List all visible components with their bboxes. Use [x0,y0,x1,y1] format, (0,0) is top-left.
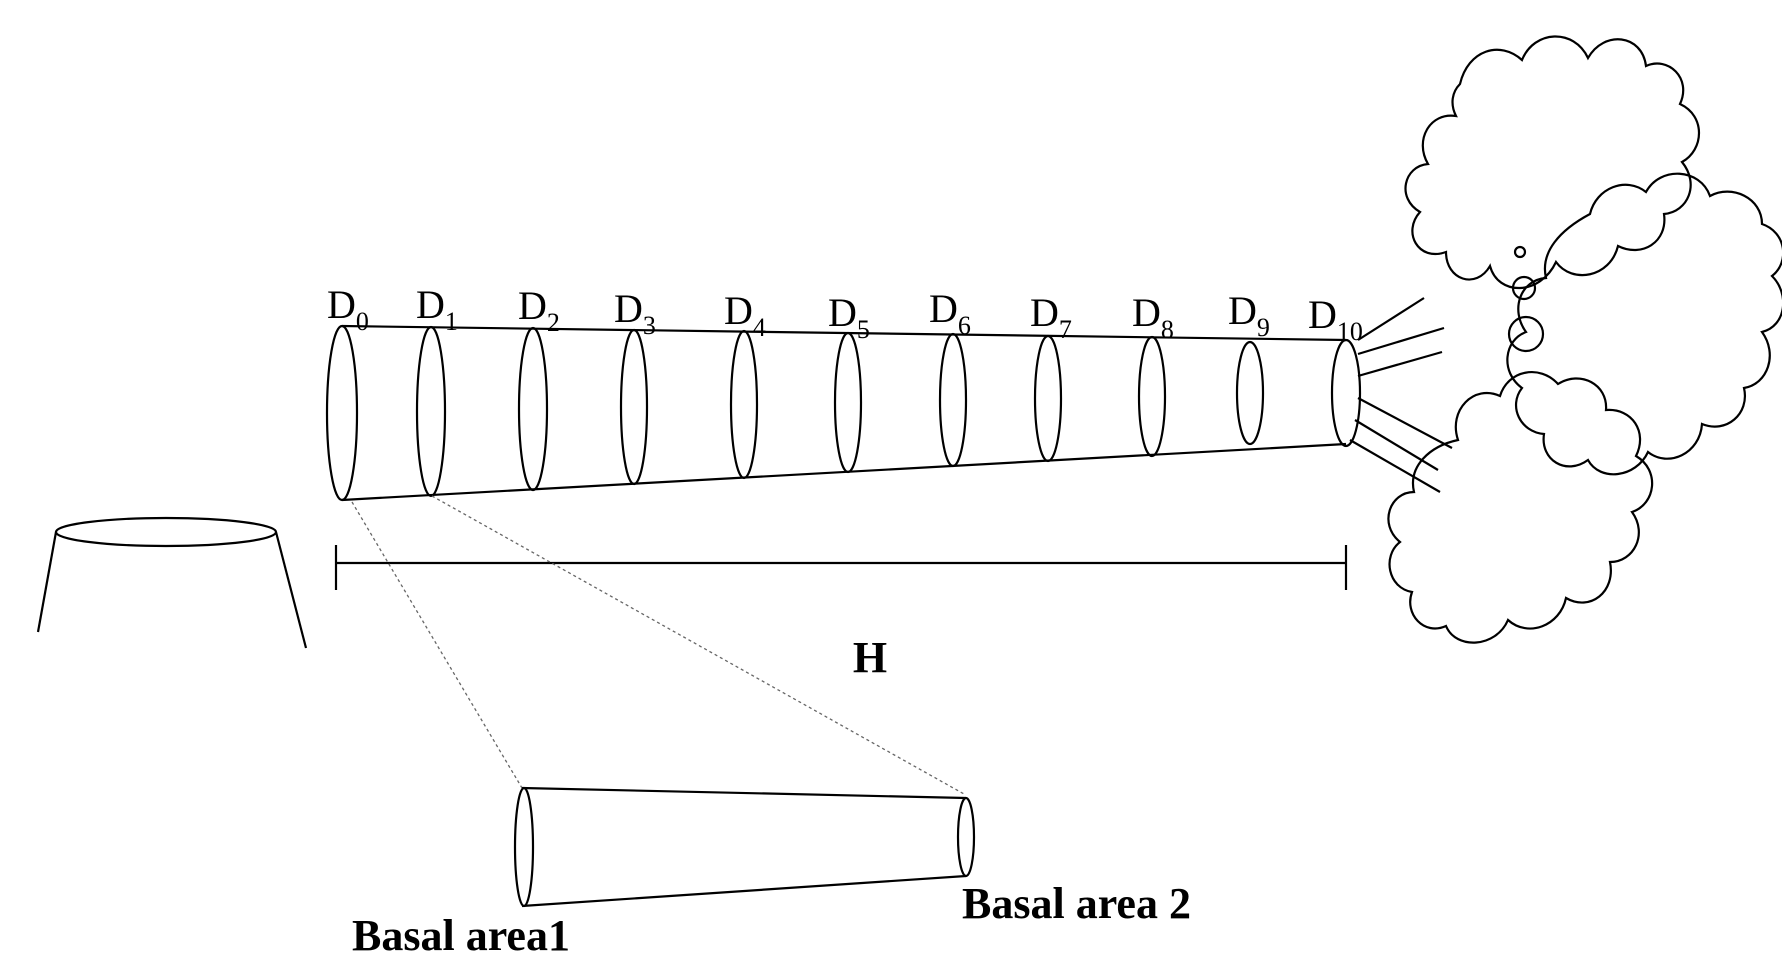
crown-bubble [1507,315,1545,353]
branch-line [1349,439,1441,493]
section-label-d5: D5 [828,290,870,344]
cross-section-d0 [325,324,359,502]
cross-section-d5 [833,331,863,474]
cross-section-d7 [1033,334,1063,463]
height-dimension: H [334,545,1348,682]
zoom-line-left [351,501,523,789]
crown-cloud-right [1506,172,1782,476]
branch-line [1357,297,1425,341]
stem-bottom-edge [341,442,1347,502]
cross-section-d2 [517,326,549,492]
section-label-d3: D3 [614,286,656,340]
tree-crown [1387,35,1782,644]
crown-bubble [1513,245,1527,259]
cross-section-d4 [729,329,759,480]
stump-right-edge [274,531,308,649]
cross-section-d9 [1235,340,1265,446]
section-label-d0: D0 [327,282,369,336]
branch-line [1357,397,1453,449]
branch-line [1354,419,1439,471]
log-segment-detail: Basal area1 Basal area 2 [352,786,1191,960]
stem [325,324,1362,502]
crown-cloud-upper [1404,35,1701,290]
segment-bottom-edge [521,874,967,908]
basal-area-2-label: Basal area 2 [962,879,1191,928]
cross-section-d1 [415,325,447,498]
cross-section-d10 [1330,338,1362,448]
branches [1349,297,1453,493]
stem-top-edge [341,324,1347,342]
section-label-d8: D8 [1132,290,1174,344]
section-label-d4: D4 [724,288,766,342]
cross-section-d3 [619,328,649,486]
branch-line [1357,350,1443,378]
basal-area-1-label: Basal area1 [352,911,570,960]
height-label: H [853,633,887,682]
stem-cross-sections [325,324,1362,502]
zoom-lines [351,495,965,795]
stump-top-ellipse [54,516,278,548]
section-label-d6: D6 [929,286,971,340]
cross-section-d6 [938,332,968,468]
section-label-d10: D10 [1308,292,1363,346]
stump-left-edge [36,531,58,633]
stump [36,516,308,649]
branch-line [1357,326,1445,356]
crown-cloud-lower [1387,371,1654,644]
basal-area-2-ellipse [956,796,976,878]
cross-section-d8 [1137,335,1167,458]
segment-top-edge [521,786,967,800]
basal-area-1-ellipse [513,786,535,908]
section-label-d9: D9 [1228,288,1270,342]
crown-bubble [1511,275,1537,301]
